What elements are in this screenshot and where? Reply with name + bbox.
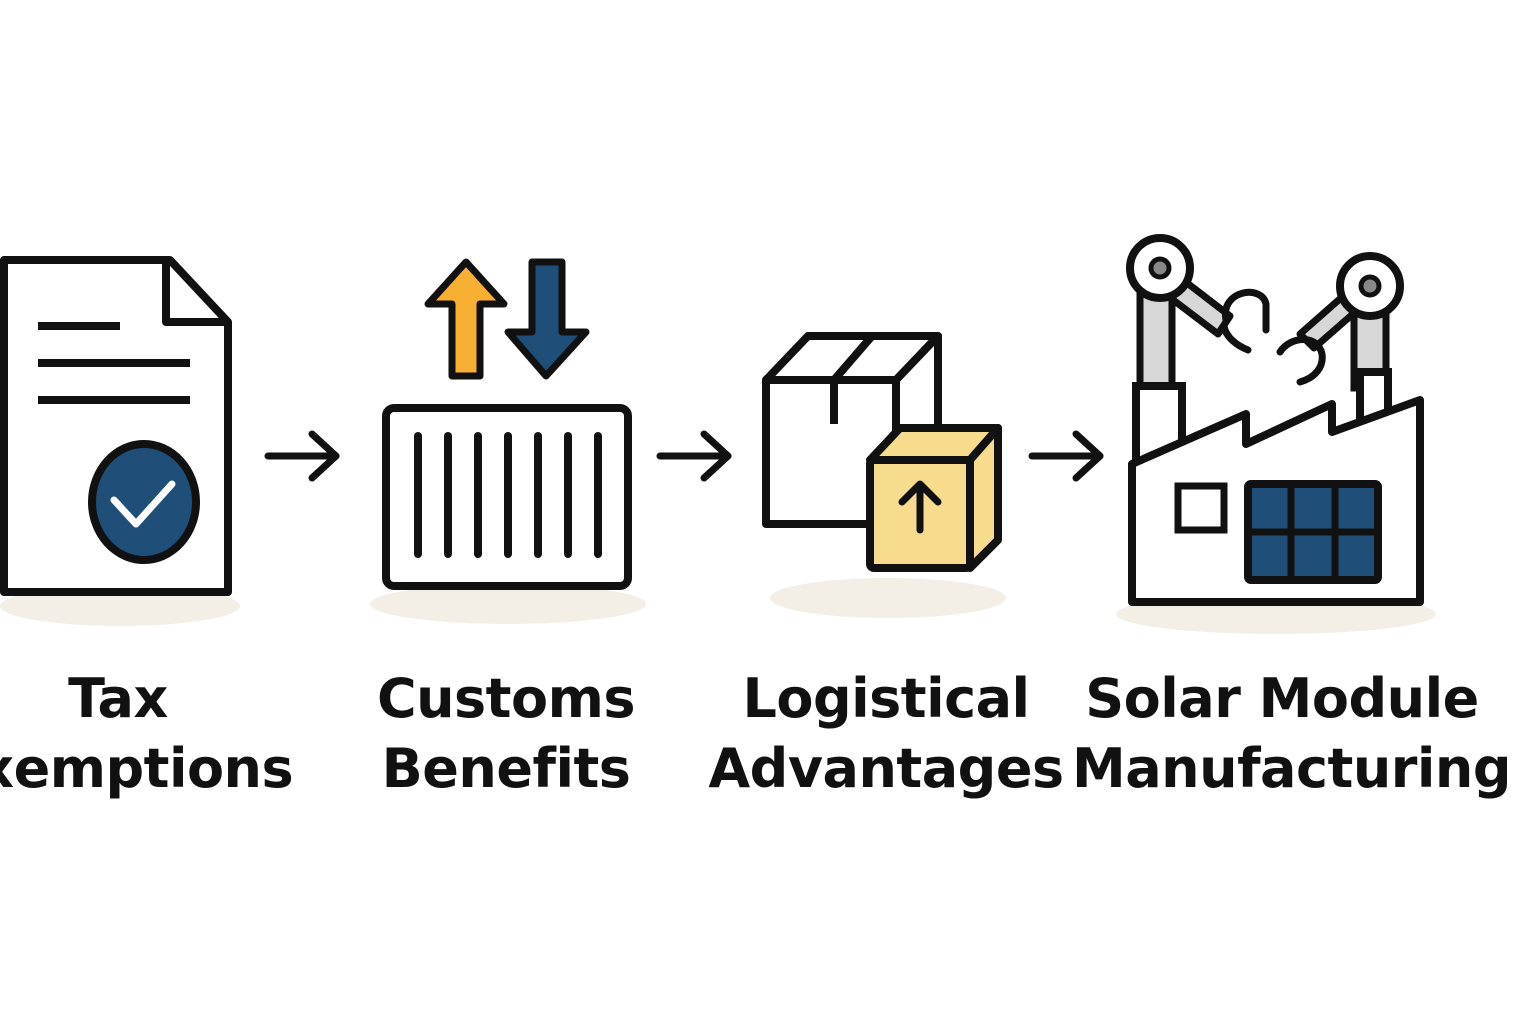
label-line-2: Manufacturing <box>1072 737 1512 800</box>
label-line-2: Exemptions <box>0 737 294 800</box>
document-check-icon <box>0 256 240 626</box>
label-line-1: Customs <box>376 667 636 730</box>
arrow-right-icon <box>1028 430 1104 482</box>
label-logistical-advantages: Logistical Advantages <box>676 664 1096 804</box>
arrow-right-icon <box>264 430 340 482</box>
label-line-1: Logistical <box>742 667 1030 730</box>
factory-robot-arms-icon <box>1116 234 1436 634</box>
label-line-1: Tax <box>68 667 168 730</box>
label-tax-exemptions: Tax Exemptions <box>0 664 328 804</box>
arrow-right-icon <box>656 430 732 482</box>
label-line-1: Solar Module <box>1085 667 1479 730</box>
label-line-2: Advantages <box>708 737 1064 800</box>
boxes-icon <box>762 332 1006 618</box>
label-line-2: Benefits <box>381 737 631 800</box>
label-customs-benefits: Customs Benefits <box>296 664 716 804</box>
shipping-container-icon <box>370 258 646 624</box>
label-solar-module-manufacturing: Solar Module Manufacturing <box>1072 664 1512 804</box>
